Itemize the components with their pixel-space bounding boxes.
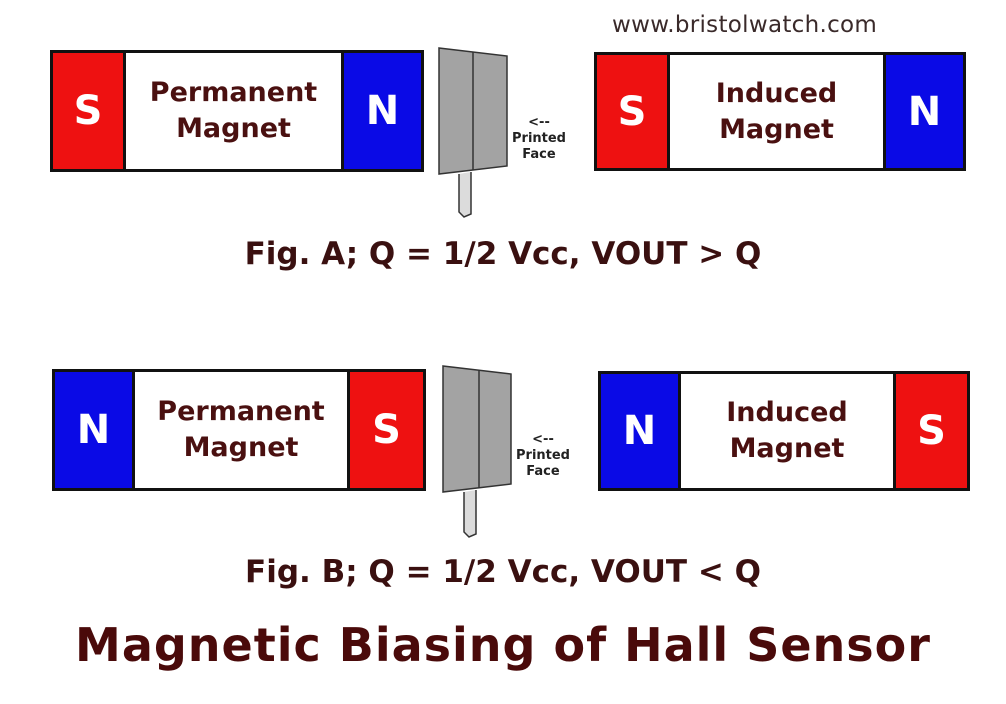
fig-b-permanent-left-pole: N [55, 372, 135, 488]
diagram-title: Magnetic Biasing of Hall Sensor [75, 618, 931, 672]
fig-a-permanent-left-pole: S [53, 53, 126, 169]
fig-a-induced-label: Induced Magnet [715, 77, 838, 145]
fig-b-permanent-right-pole: S [347, 372, 423, 488]
fig-b-induced-magnet: N Induced Magnet S [598, 371, 970, 491]
fig-a-caption: Fig. A; Q = 1/2 Vcc, VOUT > Q [244, 236, 762, 272]
fig-b-printed-face-label: <-- Printed Face [516, 432, 570, 479]
fig-a-permanent-magnet: S Permanent Magnet N [50, 50, 424, 172]
fig-b-permanent-label: Permanent Magnet [157, 396, 325, 463]
fig-b-permanent-body: Permanent Magnet [135, 372, 347, 488]
fig-b-induced-label: Induced Magnet [726, 397, 848, 464]
fig-a-induced-left-pole: S [597, 55, 670, 168]
fig-a-induced-body: Induced Magnet [670, 55, 883, 168]
fig-b-induced-left-pole: N [601, 374, 681, 488]
fig-a-permanent-right-pole: N [341, 53, 421, 169]
fig-b-permanent-magnet: N Permanent Magnet S [52, 369, 426, 491]
fig-b-induced-right-pole: S [893, 374, 967, 488]
fig-a-hall-sensor [438, 47, 508, 218]
fig-b-induced-body: Induced Magnet [681, 374, 893, 488]
website-url: www.bristolwatch.com [612, 12, 878, 38]
fig-b-caption: Fig. B; Q = 1/2 Vcc, VOUT < Q [245, 554, 761, 590]
fig-a-induced-magnet: S Induced Magnet N [594, 52, 966, 171]
fig-b-hall-sensor [442, 365, 512, 538]
fig-a-printed-face-label: <-- Printed Face [512, 115, 566, 162]
fig-a-permanent-body: Permanent Magnet [126, 53, 341, 169]
fig-a-permanent-label: Permanent Magnet [149, 77, 318, 144]
fig-a-induced-right-pole: N [883, 55, 963, 168]
